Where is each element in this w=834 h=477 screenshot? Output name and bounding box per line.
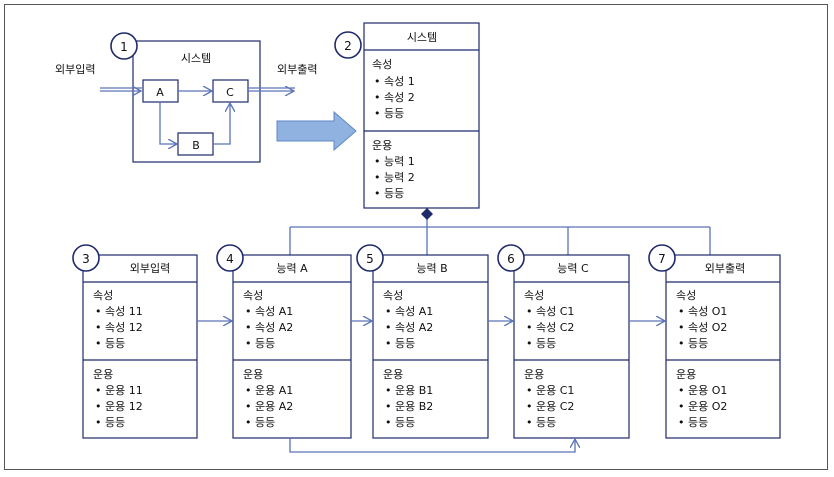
- external-input-label: 외부입력: [55, 63, 95, 76]
- system-op-heading: 운용: [372, 139, 392, 152]
- class-6-op-heading: 운용: [524, 368, 544, 381]
- class-3-op-1: • 운용 11: [95, 384, 143, 397]
- class-5-attr-1: • 속성 A1: [385, 305, 433, 318]
- class-6-op-3: • 등등: [526, 416, 556, 429]
- flow-arrows: [197, 321, 664, 453]
- flow-arrow-4-6-bypass: [289, 438, 575, 453]
- block-diagram-title: 시스템: [181, 52, 211, 65]
- block-diagram: 시스템 1 외부입력 외부출력 A C B: [55, 32, 317, 163]
- class-3-op-2: • 운용 12: [95, 400, 143, 413]
- step-badge-1: [110, 32, 138, 60]
- system-op-2: • 능력 2: [374, 171, 415, 184]
- class-3-attr-2: • 속성 12: [95, 321, 143, 334]
- class-7-op-2: • 운용 O2: [678, 400, 727, 413]
- class-box-5: 5 능력 B 속성 • 속성 A1 • 속성 A2 • 등등 운용 • 운용 B…: [356, 244, 489, 439]
- composition-diamond: [421, 208, 433, 220]
- class-5-op-heading: 운용: [383, 368, 403, 381]
- class-4-attr-1: • 속성 A1: [245, 305, 293, 318]
- class-5-attr-3: • 등등: [385, 337, 415, 350]
- class-5-attr-heading: 속성: [383, 289, 403, 302]
- system-op-3: • 등등: [374, 187, 404, 200]
- class-6-attr-heading: 속성: [524, 289, 544, 302]
- class-5-attr-2: • 속성 A2: [385, 321, 433, 334]
- class-box-7: 7 외부출력 속성 • 속성 O1 • 속성 O2 • 등등 운용 • 운용 O…: [648, 244, 781, 439]
- step-number-4: 4: [226, 252, 234, 266]
- class-5-op-2: • 운용 B2: [385, 400, 433, 413]
- class-4-attr-3: • 등등: [245, 337, 275, 350]
- class-3-attr-heading: 속성: [93, 289, 113, 302]
- system-attr-2: • 속성 2: [374, 91, 415, 104]
- system-class-title: 시스템: [407, 31, 437, 44]
- class-7-box: [665, 254, 781, 439]
- step-number-7: 7: [658, 252, 666, 266]
- node-c-label: C: [226, 86, 234, 99]
- b-to-c-arrow: [213, 104, 230, 145]
- a-to-b-arrow: [159, 102, 176, 144]
- class-7-attr-heading: 속성: [676, 289, 696, 302]
- class-box-6: 6 능력 C 속성 • 속성 C1 • 속성 C2 • 등등 운용 • 운용 C…: [497, 244, 630, 439]
- class-6-attr-2: • 속성 C2: [526, 321, 574, 334]
- class-3-title: 외부입력: [130, 262, 170, 275]
- step-badge-4: [216, 244, 244, 272]
- class-3-op-heading: 운용: [93, 368, 113, 381]
- class-4-op-heading: 운용: [243, 368, 263, 381]
- class-5-title: 능력 B: [416, 262, 447, 275]
- system-op-1: • 능력 1: [374, 155, 415, 168]
- class-5-op-3: • 등등: [385, 416, 415, 429]
- class-6-attr-3: • 등등: [526, 337, 556, 350]
- class-4-op-1: • 운용 A1: [245, 384, 293, 397]
- step-number-3: 3: [82, 252, 90, 266]
- class-6-box: [513, 254, 630, 439]
- class-7-op-heading: 운용: [676, 368, 696, 381]
- transform-arrow: [276, 110, 357, 152]
- composition-connector: [289, 208, 711, 255]
- system-attr-heading: 속성: [372, 58, 392, 71]
- class-6-attr-1: • 속성 C1: [526, 305, 574, 318]
- class-4-op-2: • 운용 A2: [245, 400, 293, 413]
- step-number-1: 1: [120, 40, 128, 54]
- class-3-attr-3: • 등등: [95, 337, 125, 350]
- class-7-title: 외부출력: [705, 262, 745, 275]
- system-attr-1: • 속성 1: [374, 75, 415, 88]
- step-number-5: 5: [366, 252, 374, 266]
- class-4-box: [232, 254, 352, 439]
- class-4-op-3: • 등등: [245, 416, 275, 429]
- class-7-attr-3: • 등등: [678, 337, 708, 350]
- class-7-attr-1: • 속성 O1: [678, 305, 727, 318]
- class-6-op-2: • 운용 C2: [526, 400, 574, 413]
- step-badge-7: [648, 244, 676, 272]
- step-number-6: 6: [507, 252, 515, 266]
- step-badge-3: [72, 244, 100, 272]
- step-number-2: 2: [344, 39, 352, 53]
- class-box-3: 3 외부입력 속성 • 속성 11 • 속성 12 • 등등 운용 • 운용 1…: [72, 244, 198, 439]
- class-4-attr-2: • 속성 A2: [245, 321, 293, 334]
- step-badge-6: [497, 244, 525, 272]
- class-7-op-1: • 운용 O1: [678, 384, 727, 397]
- class-5-box: [372, 254, 489, 439]
- class-4-title: 능력 A: [276, 262, 308, 275]
- system-class-box: [363, 22, 480, 209]
- step-badge-5: [356, 244, 384, 272]
- external-output-label: 외부출력: [277, 63, 317, 76]
- node-b-label: B: [192, 139, 200, 152]
- class-5-op-1: • 운용 B1: [385, 384, 433, 397]
- step-badge-2: [334, 31, 362, 59]
- class-3-box: [82, 254, 198, 439]
- system-class: 2 시스템 속성 • 속성 1 • 속성 2 • 등등 운용 • 능력 1 • …: [334, 22, 480, 209]
- class-3-op-3: • 등등: [95, 416, 125, 429]
- node-a-label: A: [156, 86, 164, 99]
- diagram-frame: [4, 4, 828, 470]
- class-6-op-1: • 운용 C1: [526, 384, 574, 397]
- class-6-title: 능력 C: [557, 262, 589, 275]
- class-7-op-3: • 등등: [678, 416, 708, 429]
- system-attr-3: • 등등: [374, 107, 404, 120]
- class-4-attr-heading: 속성: [243, 289, 263, 302]
- class-7-attr-2: • 속성 O2: [678, 321, 727, 334]
- class-box-4: 4 능력 A 속성 • 속성 A1 • 속성 A2 • 등등 운용 • 운용 A…: [216, 244, 352, 439]
- class-3-attr-1: • 속성 11: [95, 305, 143, 318]
